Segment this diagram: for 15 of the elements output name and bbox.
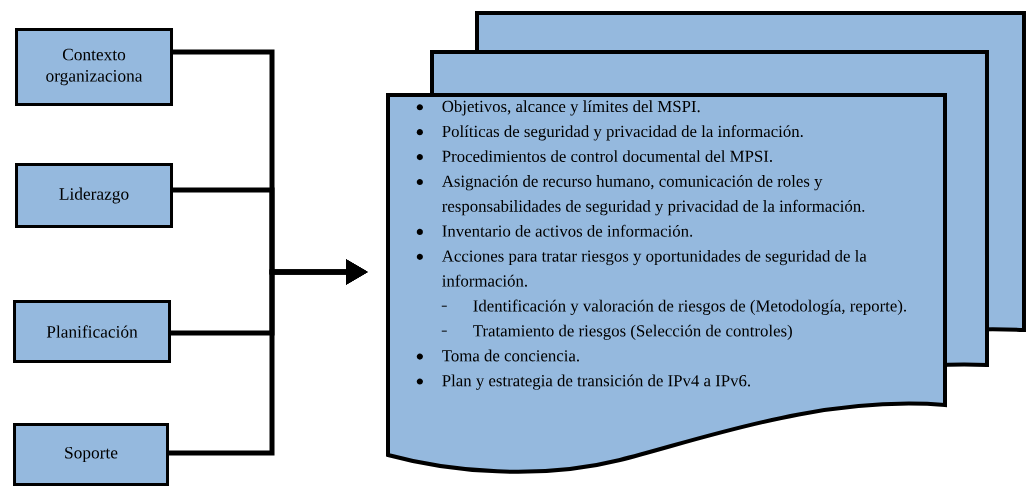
process-box: Planificación: [13, 300, 171, 363]
list-item: Identificación y valoración de riesgos de (Metodología, reporte).: [441, 299, 906, 315]
list-item: Asignación de recurso humano, comunicación de roles y responsabilidades de seguridad y privacidad de la información.: [416, 175, 865, 216]
process-box: Contexto organizaciona: [15, 28, 173, 106]
list-item: Inventario de activos de información.: [416, 224, 693, 237]
list-item: Objetivos, alcance y límites del MSPI.: [416, 100, 700, 116]
document-stack: [386, 11, 1026, 474]
list-item: Políticas de seguridad y privacidad de la información.: [416, 125, 803, 141]
process-box: Liderazgo: [15, 163, 173, 228]
list-item: Tratamiento de riesgos (Selección de controles): [441, 324, 792, 340]
list-item: Procedimientos de control documental del MPSI.: [416, 150, 772, 163]
list-item: Toma de conciencia.: [416, 349, 579, 362]
list-item: Plan y estrategia de transición de IPv4 a IPv6.: [416, 374, 750, 390]
process-box: Soporte: [13, 423, 169, 486]
list-item: Acciones para tratar riesgos y oportunidades de seguridad de la información.: [416, 249, 867, 287]
